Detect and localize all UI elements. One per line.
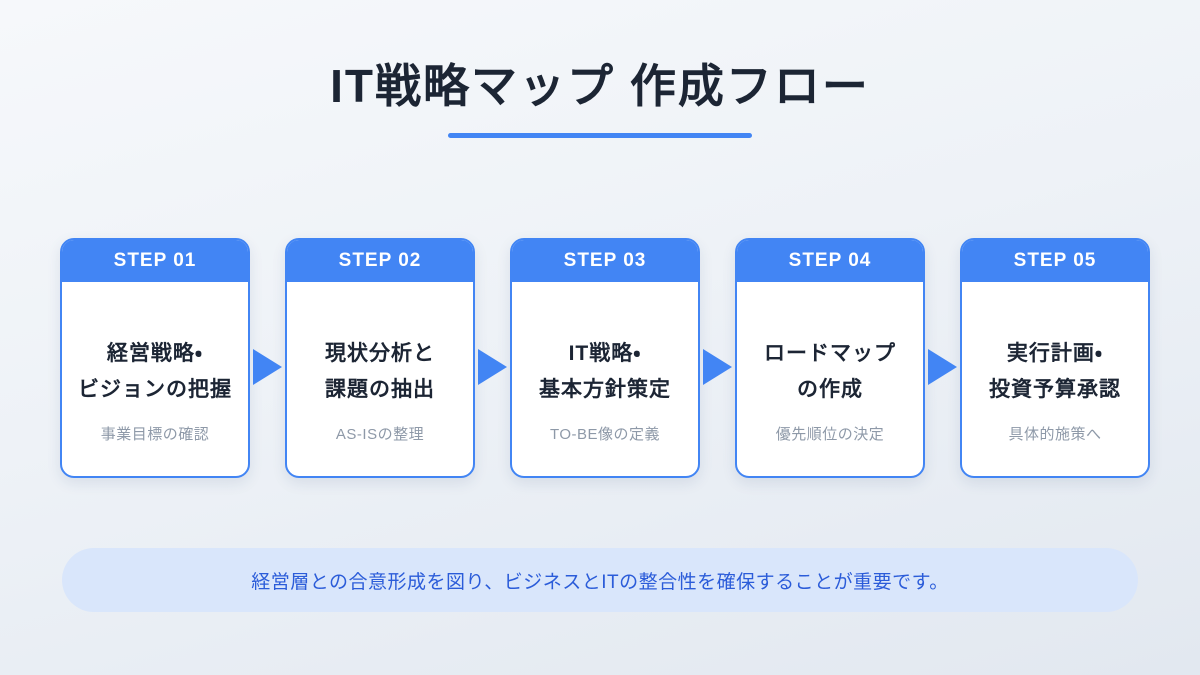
step-02-subtext: AS-ISの整理 bbox=[335, 426, 425, 443]
step-04-badge: STEP 04 bbox=[737, 240, 923, 282]
page-title: IT戦略マップ 作成フロー bbox=[330, 60, 870, 112]
step-02-badge: STEP 02 bbox=[287, 240, 473, 282]
title-block: IT戦略マップ 作成フロー bbox=[0, 0, 1200, 138]
step-03-subtext: TO-BE像の定義 bbox=[549, 426, 661, 443]
step-04-heading: ロードマップ の作成 bbox=[764, 336, 896, 408]
step-03-badge: STEP 03 bbox=[512, 240, 698, 282]
step-01-body: 経営戦略・ ビジョンの把握 事業目標の確認 bbox=[62, 282, 248, 476]
step-flow: STEP 01 経営戦略・ ビジョンの把握 事業目標の確認 STEP 02 現状… bbox=[60, 238, 1150, 478]
step-card-03: STEP 03 IT戦略・ 基本方針策定 TO-BE像の定義 bbox=[510, 238, 700, 478]
step-05-subtext: 具体的施策へ bbox=[1008, 426, 1102, 443]
step-01-heading-line1: 経営戦略・ bbox=[106, 342, 204, 365]
step-card-02: STEP 02 現状分析と 課題の抽出 AS-ISの整理 bbox=[285, 238, 475, 478]
step-01-heading: 経営戦略・ ビジョンの把握 bbox=[78, 336, 232, 408]
arrow-slot bbox=[925, 238, 960, 478]
arrow-slot bbox=[250, 238, 285, 478]
step-05-badge: STEP 05 bbox=[962, 240, 1148, 282]
footer-note: 経営層との合意形成を図り、ビジネスとITの整合性を確保することが重要です。 bbox=[62, 548, 1138, 612]
step-05-body: 実行計画・ 投資予算承認 具体的施策へ bbox=[962, 282, 1148, 476]
step-02-heading: 現状分析と 課題の抽出 bbox=[325, 336, 435, 408]
step-01-badge: STEP 01 bbox=[62, 240, 248, 282]
step-05-heading-line1: 実行計画・ bbox=[1006, 342, 1104, 365]
step-05-heading-line2: 投資予算承認 bbox=[989, 378, 1121, 401]
step-02-body: 現状分析と 課題の抽出 AS-ISの整理 bbox=[287, 282, 473, 476]
step-card-05: STEP 05 実行計画・ 投資予算承認 具体的施策へ bbox=[960, 238, 1150, 478]
step-card-04: STEP 04 ロードマップ の作成 優先順位の決定 bbox=[735, 238, 925, 478]
arrow-right-icon bbox=[478, 349, 507, 385]
step-04-subtext: 優先順位の決定 bbox=[775, 426, 885, 443]
step-05-heading: 実行計画・ 投資予算承認 bbox=[989, 336, 1121, 408]
step-01-subtext: 事業目標の確認 bbox=[100, 426, 210, 443]
step-03-heading-line1: IT戦略・ bbox=[568, 342, 642, 365]
step-02-heading-line1: 現状分析と bbox=[325, 342, 435, 365]
arrow-right-icon bbox=[928, 349, 957, 385]
step-card-01: STEP 01 経営戦略・ ビジョンの把握 事業目標の確認 bbox=[60, 238, 250, 478]
footer-note-text: 経営層との合意形成を図り、ビジネスとITの整合性を確保することが重要です。 bbox=[251, 571, 949, 593]
step-04-heading-line1: ロードマップ bbox=[764, 342, 896, 365]
arrow-slot bbox=[475, 238, 510, 478]
arrow-right-icon bbox=[253, 349, 282, 385]
step-01-heading-line2: ビジョンの把握 bbox=[78, 378, 232, 401]
step-04-body: ロードマップ の作成 優先順位の決定 bbox=[737, 282, 923, 476]
arrow-slot bbox=[700, 238, 735, 478]
step-04-heading-line2: の作成 bbox=[797, 378, 863, 401]
step-02-heading-line2: 課題の抽出 bbox=[325, 378, 435, 401]
step-03-heading: IT戦略・ 基本方針策定 bbox=[539, 336, 671, 408]
step-03-body: IT戦略・ 基本方針策定 TO-BE像の定義 bbox=[512, 282, 698, 476]
step-03-heading-line2: 基本方針策定 bbox=[539, 378, 671, 401]
title-underline bbox=[448, 133, 752, 138]
arrow-right-icon bbox=[703, 349, 732, 385]
